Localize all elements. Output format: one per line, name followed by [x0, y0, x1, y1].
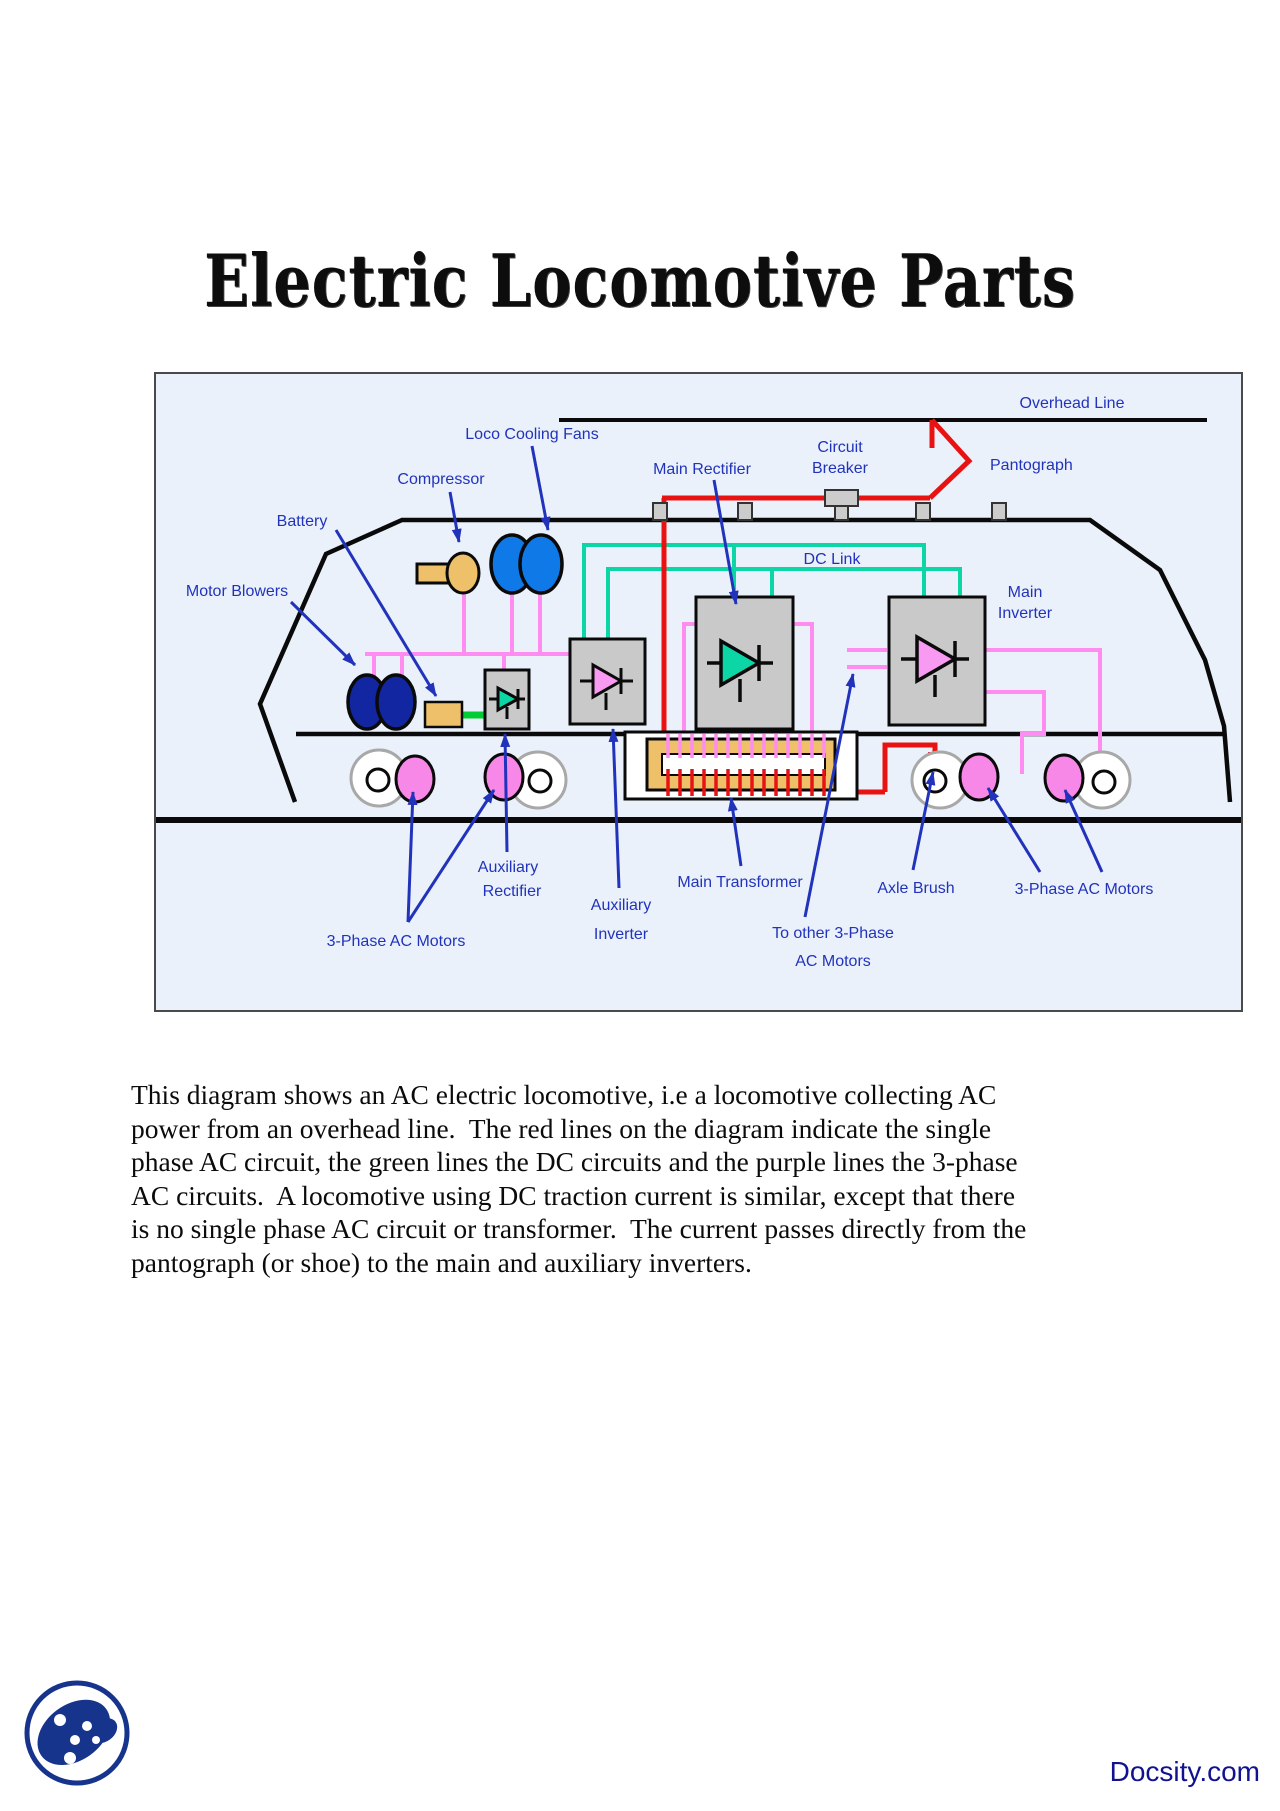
compressor-shape — [415, 551, 481, 595]
auxiliary-rectifier-box — [483, 668, 531, 731]
label-arrow — [727, 797, 743, 867]
roof-insulators — [652, 502, 1007, 521]
diode-icon — [707, 637, 773, 702]
label-arrow — [712, 479, 739, 605]
auxiliary-inverter-box — [568, 637, 647, 726]
label-axle-brush: Axle Brush — [877, 880, 954, 897]
page-title: Electric Locomotive Parts — [204, 238, 1076, 323]
wheel-hub — [527, 768, 553, 794]
label-circuit-breaker: Breaker — [812, 460, 869, 477]
label-arrow — [911, 771, 936, 871]
label-arrow — [530, 445, 551, 531]
wheel-hub — [922, 768, 948, 794]
label-arrow — [803, 673, 856, 918]
label-arrow — [1063, 789, 1104, 873]
main-transformer — [623, 730, 859, 801]
circuit-breaker-device — [824, 489, 859, 521]
label-compressor: Compressor — [397, 471, 485, 488]
battery-box — [423, 700, 464, 729]
label-arrow — [289, 600, 357, 667]
primary-winding — [666, 769, 826, 796]
label-auxiliary-inverter: Inverter — [594, 926, 649, 943]
diode-icon — [580, 662, 633, 710]
label-main-rectifier: Main Rectifier — [653, 461, 751, 478]
label-arrow — [406, 789, 496, 923]
label-3phase-motors-right: 3-Phase AC Motors — [1015, 881, 1154, 898]
label-overhead-line: Overhead Line — [1020, 395, 1125, 412]
wheel-hubs — [365, 767, 1117, 795]
label-auxiliary-rectifier: Auxiliary — [478, 859, 538, 876]
cooling-fan — [518, 533, 564, 595]
docsity-logo-icon — [24, 1680, 130, 1786]
label-to-other-motors: AC Motors — [795, 953, 871, 970]
single-phase-wires — [661, 418, 973, 795]
label-circuit-breaker: Circuit — [817, 439, 863, 456]
main-inverter-box — [887, 595, 987, 727]
label-arrow — [334, 529, 438, 697]
label-main-inverter: Main — [1008, 584, 1043, 601]
traction-motor — [1043, 753, 1085, 803]
wheel-hub — [1091, 769, 1117, 795]
label-main-inverter: Inverter — [998, 605, 1053, 622]
label-arrow — [448, 491, 462, 543]
label-dc-link: DC Link — [804, 551, 862, 568]
label-to-other-motors: To other 3-Phase — [772, 925, 894, 942]
label-pantograph: Pantograph — [990, 457, 1073, 474]
label-battery: Battery — [277, 513, 328, 530]
cooling-fans — [489, 533, 564, 595]
wheel-hub — [365, 767, 391, 793]
main-rectifier-box — [694, 595, 795, 731]
label-arrow — [500, 733, 511, 853]
motor-blower — [375, 673, 417, 731]
locomotive-diagram: Overhead Line Pantograph Circuit Breaker… — [154, 372, 1243, 1012]
three-phase-wires — [365, 588, 1102, 774]
description-paragraph: This diagram shows an AC electric locomo… — [131, 1079, 1034, 1278]
label-auxiliary-inverter: Auxiliary — [591, 897, 651, 914]
label-auxiliary-rectifier: Rectifier — [483, 883, 542, 900]
label-loco-cooling-fans: Loco Cooling Fans — [465, 426, 598, 443]
label-main-transformer: Main Transformer — [677, 874, 803, 891]
label-arrow — [406, 791, 418, 923]
label-arrow — [608, 728, 621, 889]
motor-blowers-shape — [346, 673, 417, 731]
diode-icon — [901, 633, 969, 697]
traction-motor — [394, 754, 436, 804]
label-motor-blowers: Motor Blowers — [186, 583, 288, 600]
docsity-watermark-link[interactable]: Docsity.com — [1109, 1756, 1260, 1787]
secondary-winding — [666, 734, 826, 758]
label-arrow — [986, 787, 1042, 873]
pantograph-shape — [928, 418, 973, 500]
diode-icon — [489, 685, 525, 719]
label-arrows — [289, 445, 1104, 923]
label-3phase-motors-left: 3-Phase AC Motors — [327, 933, 466, 950]
